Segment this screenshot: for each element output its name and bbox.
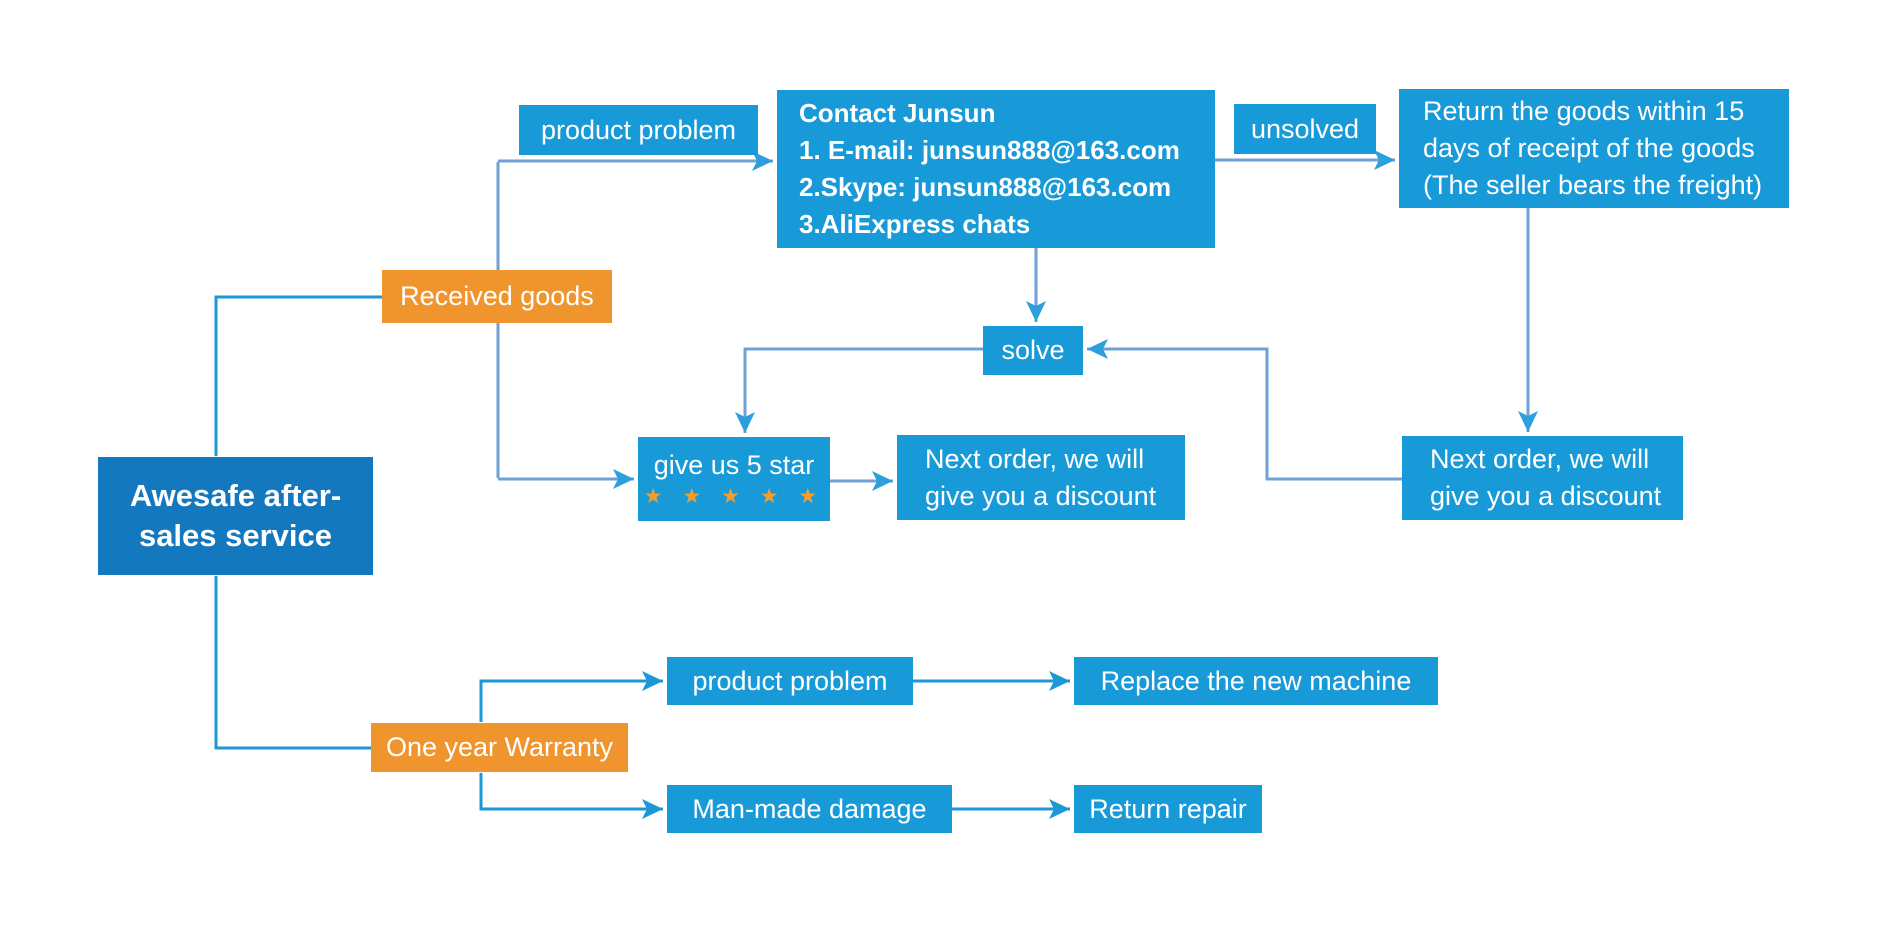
connector-root-to-received-goods bbox=[214, 295, 382, 456]
contact-email: 1. E-mail: junsun888@163.com bbox=[799, 135, 1180, 165]
connector-warranty-to-product-problem bbox=[479, 671, 663, 722]
product-problem-top-label: product problem bbox=[540, 114, 737, 145]
return-goods-line2: days of receipt of the goods bbox=[1423, 133, 1755, 163]
contact-aliexpress: 3.AliExpress chats bbox=[799, 209, 1031, 239]
root-label-line1: Awesafe after- bbox=[129, 478, 342, 513]
node-return-repair: Return repair bbox=[1074, 785, 1262, 833]
discount-left-line1: Next order, we will bbox=[925, 443, 1145, 474]
node-discount-right: Next order, we will give you a discount bbox=[1402, 436, 1683, 520]
discount-right-line2: give you a discount bbox=[1430, 481, 1662, 511]
five-star-label: give us 5 star bbox=[653, 450, 815, 480]
return-repair-label: Return repair bbox=[1089, 793, 1247, 824]
node-man-made-damage: Man-made damage bbox=[667, 785, 952, 833]
node-replace-machine: Replace the new machine bbox=[1074, 657, 1438, 705]
node-product-problem-top: product problem bbox=[519, 105, 758, 155]
node-five-star: give us 5 star ★ ★ ★ ★ ★ bbox=[638, 437, 830, 521]
node-solve: solve bbox=[983, 326, 1083, 375]
return-goods-line3: (The seller bears the freight) bbox=[1423, 170, 1763, 200]
connector-solve-to-five-star bbox=[735, 347, 983, 433]
five-star-rating-icons: ★ ★ ★ ★ ★ bbox=[643, 485, 825, 508]
received-goods-label: Received goods bbox=[400, 281, 594, 311]
node-one-year-warranty: One year Warranty bbox=[371, 723, 628, 772]
node-return-goods: Return the goods within 15 days of recei… bbox=[1399, 89, 1789, 208]
connector-warranty-to-man-made-damage bbox=[479, 773, 663, 819]
return-goods-line1: Return the goods within 15 bbox=[1423, 96, 1745, 126]
node-received-goods: Received goods bbox=[382, 270, 612, 323]
product-problem-bottom-label: product problem bbox=[692, 665, 888, 696]
unsolved-label: unsolved bbox=[1250, 113, 1360, 144]
solve-label: solve bbox=[1001, 335, 1065, 365]
contact-title: Contact Junsun bbox=[799, 98, 996, 128]
node-root-awesafe: Awesafe after- sales service bbox=[98, 457, 373, 575]
discount-right-line1: Next order, we will bbox=[1430, 444, 1650, 474]
node-discount-left: Next order, we will give you a discount bbox=[897, 435, 1185, 520]
replace-machine-label: Replace the new machine bbox=[1100, 665, 1412, 696]
contact-skype: 2.Skype: junsun888@163.com bbox=[799, 172, 1172, 202]
node-contact-junsun: Contact Junsun 1. E-mail: junsun888@163.… bbox=[777, 90, 1215, 248]
man-made-damage-label: Man-made damage bbox=[692, 793, 927, 824]
connector-discount-right-to-solve bbox=[1087, 339, 1402, 481]
connector-root-to-warranty bbox=[214, 576, 371, 750]
discount-left-line2: give you a discount bbox=[925, 480, 1157, 511]
node-unsolved: unsolved bbox=[1234, 104, 1376, 154]
node-product-problem-bottom: product problem bbox=[667, 657, 913, 705]
root-label-line2: sales service bbox=[138, 518, 333, 553]
warranty-label: One year Warranty bbox=[385, 732, 614, 762]
